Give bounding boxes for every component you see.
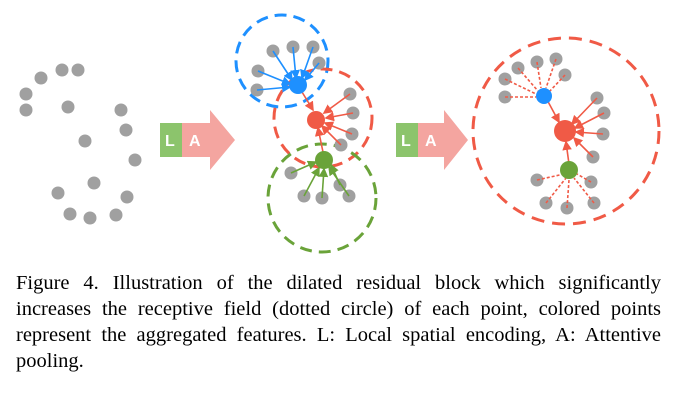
la-arrow-1: L A	[160, 110, 235, 170]
input-point-cloud	[19, 63, 142, 225]
green-center-point	[315, 151, 333, 169]
blue-center-point	[289, 76, 307, 94]
dilated-receptive-field-circle	[471, 36, 661, 226]
attentive-pooling-label: A	[189, 133, 201, 150]
local-spatial-encoding-label: L	[401, 133, 411, 150]
la-arrow-2: L A	[396, 110, 468, 170]
local-spatial-encoding-label: L	[165, 133, 175, 150]
dilated-residual-block-figure: L A	[19, 13, 661, 254]
blue-receptive-field	[234, 13, 330, 109]
red-center-point	[307, 111, 325, 129]
dilated-receptive-field	[471, 36, 661, 226]
blue-aggregated-point	[536, 88, 552, 104]
figure-caption: Figure 4. Illustration of the dilated re…	[16, 272, 661, 372]
stacked-receptive-fields	[234, 13, 378, 254]
red-aggregated-point	[554, 120, 576, 142]
green-aggregated-point	[560, 161, 578, 179]
attentive-pooling-label: A	[425, 133, 437, 150]
